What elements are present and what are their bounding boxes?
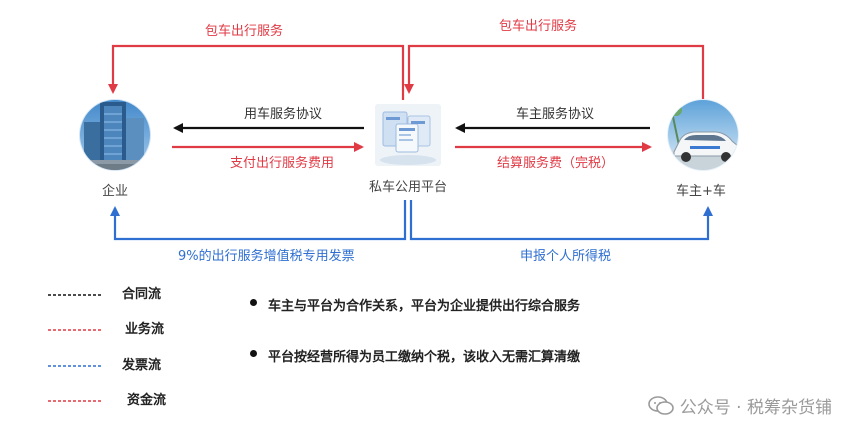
edge-label-pay-fee: 支付出行服务费用 <box>230 157 334 170</box>
income-tax-arrow <box>411 200 708 239</box>
node-label-owner: 车主+车 <box>676 185 726 198</box>
watermark-text: 公众号 · 税筹杂货铺 <box>680 393 832 418</box>
edge-label-charter-left: 包车出行服务 <box>205 25 283 38</box>
charter-left-arrow <box>113 46 403 100</box>
enterprise-building-icon <box>78 98 152 174</box>
note-tax: 平台按经营所得为员工缴纳个税，该收入无需汇算清缴 <box>268 346 580 365</box>
owner-car-icon <box>666 98 740 174</box>
legend-label-invoice: 发票流 <box>122 359 161 372</box>
legend-label-business: 业务流 <box>125 323 164 336</box>
vat-invoice-arrow <box>115 200 405 239</box>
edge-label-income-tax: 申报个人所得税 <box>520 250 611 263</box>
watermark: 公众号 · 税筹杂货铺 <box>648 393 832 418</box>
note-bullet <box>250 350 257 357</box>
legend-label-contract: 合同流 <box>122 288 161 301</box>
platform-screens-icon <box>375 104 441 166</box>
legend-label-funds: 资金流 <box>127 394 166 407</box>
edge-label-usage-agreement: 用车服务协议 <box>244 108 322 121</box>
node-label-platform: 私车公用平台 <box>369 181 447 194</box>
node-label-enterprise: 企业 <box>102 185 128 198</box>
charter-right-arrow <box>409 46 703 100</box>
edge-label-settle-fee: 结算服务费（完税） <box>497 157 614 170</box>
edge-label-vat-invoice: 9%的出行服务增值税专用发票 <box>178 250 355 263</box>
edge-label-charter-right: 包车出行服务 <box>499 20 577 33</box>
edge-label-owner-agreement: 车主服务协议 <box>516 108 594 121</box>
note-bullet <box>250 299 257 306</box>
note-cooperation: 车主与平台为合作关系，平台为企业提供出行综合服务 <box>268 295 580 314</box>
wechat-icon <box>648 396 674 416</box>
